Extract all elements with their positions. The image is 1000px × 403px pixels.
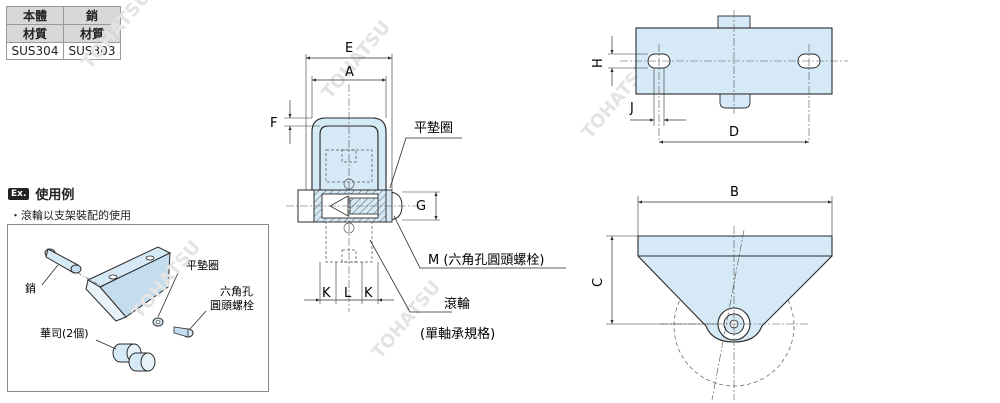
label-wheel-line2: (單軸承規格) — [420, 326, 495, 342]
watermark-3: TOHATSU — [128, 237, 205, 323]
inset-label-bolt-line1: 六角孔 — [220, 285, 253, 298]
bracket-part — [85, 246, 172, 322]
collar-part — [95, 339, 156, 372]
dim-E-label: E — [345, 41, 353, 56]
label-bolt: M (六角孔圓頭螺栓) — [428, 253, 545, 268]
top-view: H J D — [591, 10, 848, 144]
dim-A-label: A — [345, 65, 354, 80]
dim-B-label: B — [730, 185, 739, 200]
material-header-pin: 銷 — [63, 6, 121, 25]
dim-G-label: G — [416, 199, 426, 214]
material-value-pin: SUS303 — [63, 42, 121, 60]
front-view: E A F G K L K 平墊圈 M (六角孔圓頭螺栓) 滾輪 (單軸承規格) — [270, 41, 566, 342]
dim-H-label: H — [591, 58, 606, 68]
inset-label-pin: 銷 — [25, 281, 36, 295]
watermark-1: TOHATSU — [78, 0, 155, 73]
bolt-part — [173, 310, 207, 338]
inset-label-bolt-line2: 圓頭螺栓 — [210, 298, 254, 312]
washer-part — [152, 272, 179, 327]
label-wheel-line1: 滾輪 — [444, 296, 470, 312]
example-title: 使用例 — [35, 188, 75, 203]
side-view: B C — [591, 185, 833, 401]
dim-K-right-label: K — [364, 286, 373, 301]
watermark-4: TOHATSU — [368, 277, 445, 363]
dim-F-label: F — [270, 116, 277, 131]
dim-K-left-label: K — [322, 286, 331, 301]
watermark-2: TOHATSU — [318, 17, 395, 103]
material-label-body: 材質 — [6, 24, 64, 43]
inset-label-collar: 華司(2個) — [40, 327, 89, 340]
material-value-body: SUS304 — [6, 42, 64, 60]
example-heading: Ex. 使用例 — [8, 184, 74, 203]
dim-L-label: L — [344, 286, 352, 301]
example-badge: Ex. — [8, 187, 30, 200]
material-table: 本體 銷 材質 材質 SUS304 SUS303 — [6, 6, 121, 60]
usage-example-illustration: 銷 平墊圈 六角孔 圓頭螺栓 華司(2個) — [25, 246, 254, 372]
dim-C-label: C — [591, 278, 606, 287]
material-header-body: 本體 — [6, 6, 64, 25]
usage-example-inset: 銷 平墊圈 六角孔 圓頭螺栓 華司(2個) — [7, 224, 269, 392]
dim-D-label: D — [729, 125, 739, 140]
inset-label-washer: 平墊圈 — [186, 258, 219, 272]
example-subtitle: ・滾輪以支架裝配的使用 — [10, 209, 131, 222]
dim-J-label: J — [629, 101, 634, 116]
label-washer: 平墊圈 — [414, 121, 453, 136]
pin-part — [44, 248, 104, 288]
